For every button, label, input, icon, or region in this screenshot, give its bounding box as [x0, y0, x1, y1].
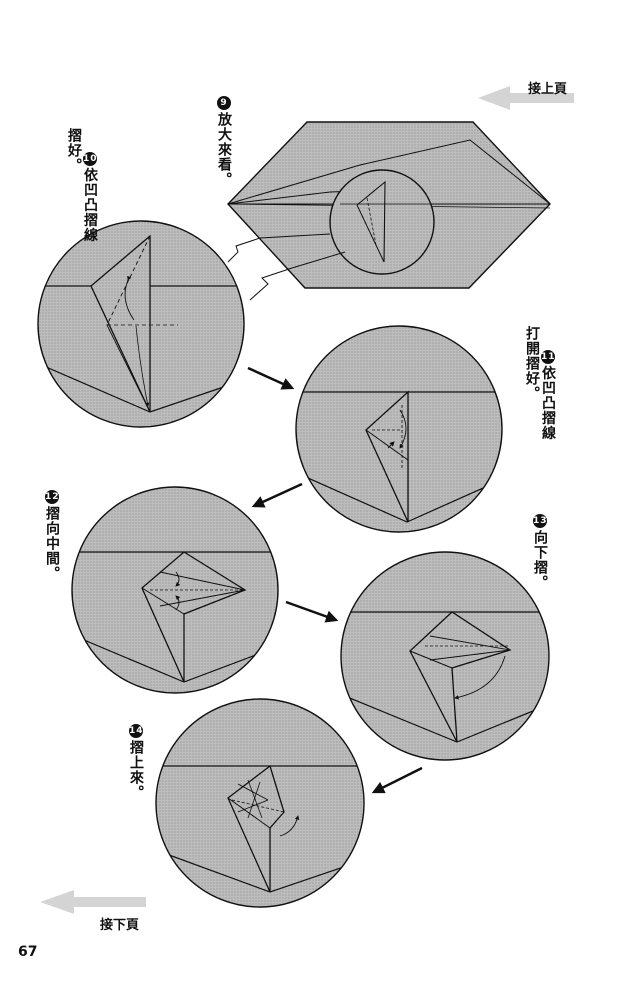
flow-arrow-icon	[251, 482, 303, 508]
step-9-text: 放大來看。	[216, 112, 232, 187]
continue-to-arrow-icon	[40, 890, 146, 914]
step-13-label: 13 向下摺。	[532, 514, 548, 590]
step-14-diagram	[155, 698, 365, 908]
step-13-number: 13	[533, 514, 548, 528]
continue-to-label: 接下頁	[100, 918, 140, 933]
step-12-label: 12 摺向中間。	[44, 490, 60, 581]
flow-arrow-icon	[371, 766, 423, 794]
step-10-label: 10依凹凸摺線 摺好。	[50, 128, 114, 243]
step-14-number: 14	[129, 724, 144, 738]
step-9-label: 9 放大來看。	[216, 96, 232, 187]
step-12-diagram	[71, 486, 279, 694]
step-14-label: 14 摺上來。	[128, 724, 144, 800]
page-number: 67	[18, 944, 38, 960]
step-11-number: 11	[541, 349, 556, 364]
step-12-text: 摺向中間。	[44, 506, 60, 581]
step-12-number: 12	[45, 490, 60, 504]
continue-from-arrow-icon	[478, 86, 574, 110]
step-13-diagram	[340, 551, 550, 761]
step-11-diagram	[295, 325, 503, 533]
step-10-diagram	[37, 220, 245, 428]
flow-arrow-icon	[247, 366, 295, 390]
step-11-text: 依凹凸摺線 打開摺好。	[524, 326, 556, 441]
step-14-text: 摺上來。	[128, 740, 144, 800]
step-9-diagram	[227, 121, 551, 301]
continue-from-label: 接上頁	[528, 82, 568, 97]
step-10-text: 依凹凸摺線 摺好。	[66, 128, 98, 243]
step-13-text: 向下摺。	[532, 530, 548, 590]
step-9-number: 9	[217, 96, 231, 110]
flow-arrow-icon	[285, 600, 339, 623]
step-11-label: 11依凹凸摺線 打開摺好。	[508, 326, 572, 441]
step-10-number: 10	[83, 151, 98, 166]
